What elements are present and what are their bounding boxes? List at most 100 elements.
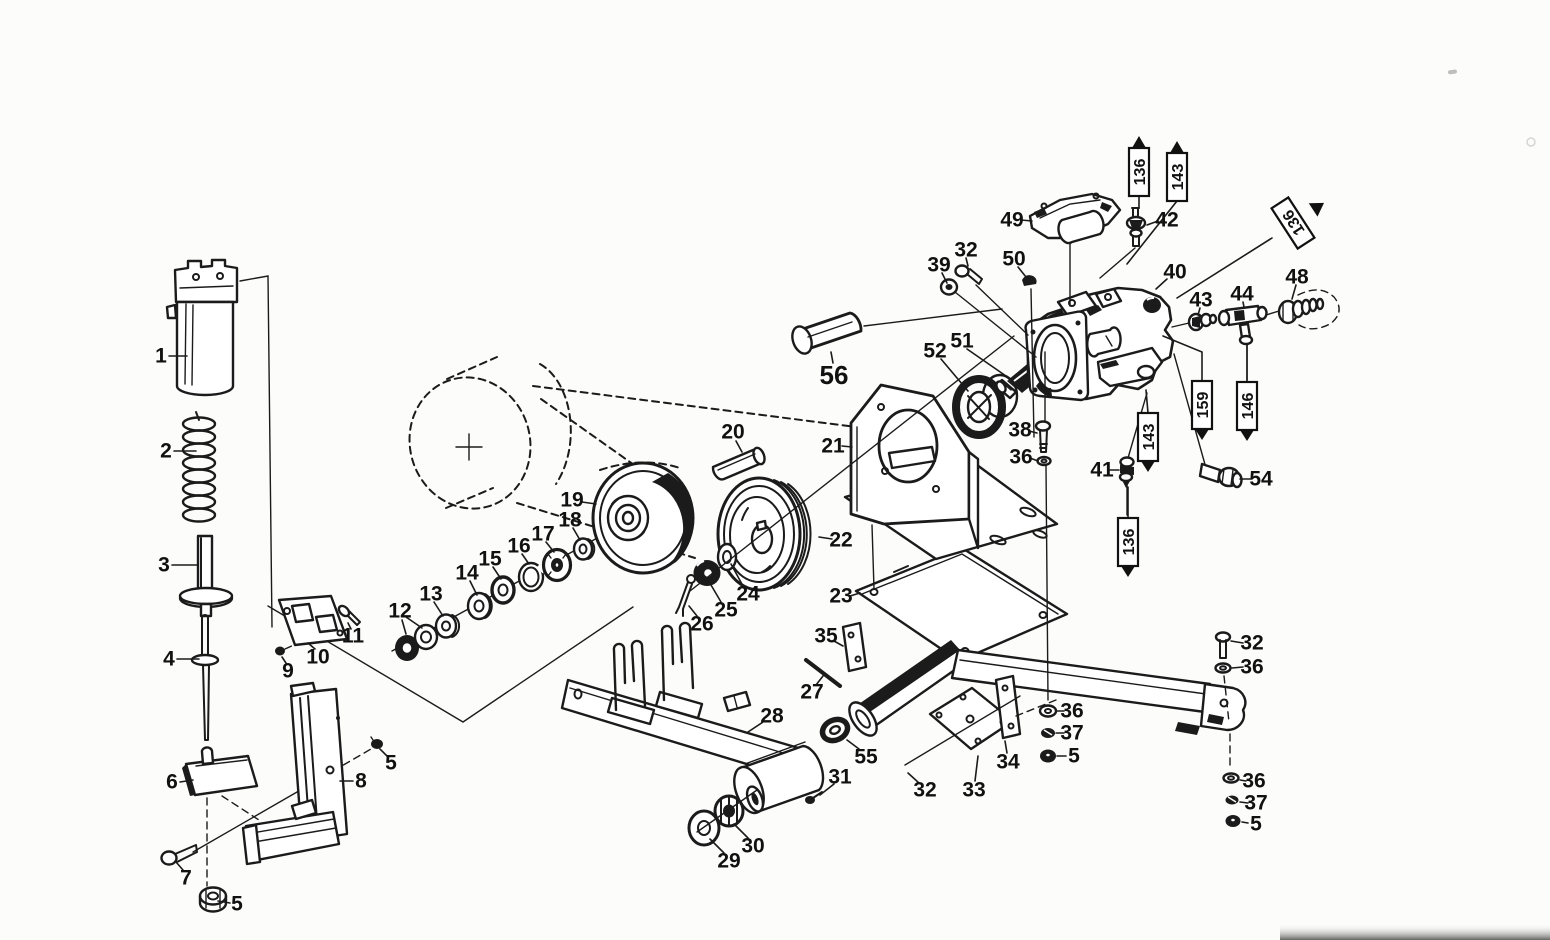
part-label-5-mid: 5 <box>1068 745 1080 768</box>
part-3-rod <box>178 534 234 618</box>
part-5-nut <box>198 886 228 913</box>
part-39-nut <box>939 278 959 296</box>
part-label-20: 20 <box>721 421 744 444</box>
part-5-nut-bracket <box>370 736 383 749</box>
part-label-14: 14 <box>455 562 479 585</box>
part-25-nut <box>693 560 721 586</box>
part-28-frame <box>560 621 825 815</box>
part-36-washer-pump <box>1036 455 1052 467</box>
part-36-washer-mid <box>1038 704 1058 718</box>
part-2-spring <box>181 411 217 523</box>
part-49-valve-assembly <box>1028 192 1122 245</box>
part-label-22: 22 <box>829 529 852 552</box>
part-label-21: 21 <box>821 435 845 458</box>
part-label-52: 52 <box>923 340 946 363</box>
part-23-plate <box>854 546 1069 663</box>
part-40-pump <box>1024 286 1175 402</box>
part-label-24: 24 <box>736 583 760 606</box>
part-label-48: 48 <box>1285 266 1309 289</box>
part-label-13: 13 <box>419 583 442 606</box>
svg-text:136: 136 <box>1121 529 1138 556</box>
part-label-1: 1 <box>155 345 167 368</box>
part-52-seal <box>952 373 1019 439</box>
part-label-32-right: 32 <box>1240 632 1263 655</box>
part-label-19: 19 <box>560 489 583 512</box>
part-36-washer-right-top <box>1214 662 1232 674</box>
part-label-50: 50 <box>1002 248 1025 271</box>
part-label-40: 40 <box>1163 261 1186 284</box>
part-label-4: 4 <box>163 648 175 671</box>
part-34-plate <box>994 674 1022 740</box>
part-38-bolt <box>1034 420 1052 453</box>
part-label-11: 11 <box>342 625 365 648</box>
part-label-44: 44 <box>1230 283 1254 306</box>
part-label-5-bottom-left: 5 <box>231 893 243 916</box>
ref-tag-143-mid: 143 <box>1136 411 1160 472</box>
part-1-reservoir <box>165 258 239 397</box>
part-32-bolt-top <box>954 264 983 285</box>
part-label-55: 55 <box>854 746 878 769</box>
part-label-32-top: 32 <box>954 239 977 262</box>
part-label-17: 17 <box>531 523 554 546</box>
part-10-bracket <box>277 594 349 647</box>
engine-pulley-ghost <box>408 356 897 559</box>
part-label-51: 51 <box>950 330 974 353</box>
part-label-43: 43 <box>1189 289 1212 312</box>
part-27-rod <box>804 658 842 688</box>
part-label-25: 25 <box>714 599 738 622</box>
part-label-6: 6 <box>166 771 178 794</box>
part-label-26: 26 <box>690 613 713 636</box>
belt-line <box>532 385 897 433</box>
part-label-36-right-bottom: 36 <box>1242 770 1265 793</box>
part-8-bracket <box>241 681 349 866</box>
part-41-fitting <box>1118 456 1135 488</box>
part-22-v-pulley <box>716 476 812 592</box>
part-18-spacer <box>572 537 594 561</box>
part-20-pin <box>711 446 766 481</box>
part-label-28: 28 <box>760 705 784 728</box>
part-30-nut <box>713 794 745 828</box>
part-36-washer-right <box>1222 772 1240 784</box>
part-4-long-rod <box>190 614 220 741</box>
part-label-56: 56 <box>820 360 849 390</box>
part-42-fitting <box>1125 207 1147 247</box>
svg-text:143: 143 <box>1141 424 1158 451</box>
part-label-29: 29 <box>717 850 740 873</box>
part-label-33: 33 <box>962 779 985 802</box>
part-29-washer <box>687 809 721 847</box>
part-label-36-right-top: 36 <box>1240 656 1263 679</box>
part-44-tee-fitting <box>1217 304 1268 346</box>
part-label-15: 15 <box>478 548 502 571</box>
part-6-block <box>182 746 259 797</box>
part-label-5-bracket: 5 <box>385 752 397 775</box>
svg-text:136: 136 <box>1132 159 1149 186</box>
part-label-16: 16 <box>507 535 530 558</box>
scan-artifacts <box>1280 69 1550 940</box>
part-13-washer <box>434 613 458 639</box>
ref-tag-136-diag: 136 <box>1270 195 1325 251</box>
part-label-32-bottom: 32 <box>913 779 936 802</box>
right-fastener-set <box>1214 631 1241 827</box>
part-35-plate <box>841 621 868 673</box>
part-label-38: 38 <box>1008 419 1032 442</box>
part-label-30: 30 <box>741 835 764 858</box>
part-21-bracket <box>843 383 1059 561</box>
part-15-washer <box>490 575 516 605</box>
part-55-ring <box>819 716 851 744</box>
part-26-cotter-pin <box>675 574 696 617</box>
pivot-tube-and-arm <box>848 640 1247 737</box>
ref-tag-136-bottom: 136 <box>1116 516 1140 577</box>
svg-text:146: 146 <box>1240 393 1257 420</box>
part-label-2: 2 <box>160 440 172 463</box>
part-14-washer <box>466 591 492 621</box>
part-label-7: 7 <box>180 867 192 890</box>
part-label-36-mid: 36 <box>1060 700 1083 723</box>
part-31-screw <box>805 791 823 804</box>
part-label-36-pump: 36 <box>1009 446 1032 469</box>
part-label-10: 10 <box>306 646 329 669</box>
svg-text:143: 143 <box>1170 164 1187 191</box>
part-54-plug <box>1198 462 1243 489</box>
part-label-49: 49 <box>1000 209 1023 232</box>
part-label-42: 42 <box>1155 209 1178 232</box>
